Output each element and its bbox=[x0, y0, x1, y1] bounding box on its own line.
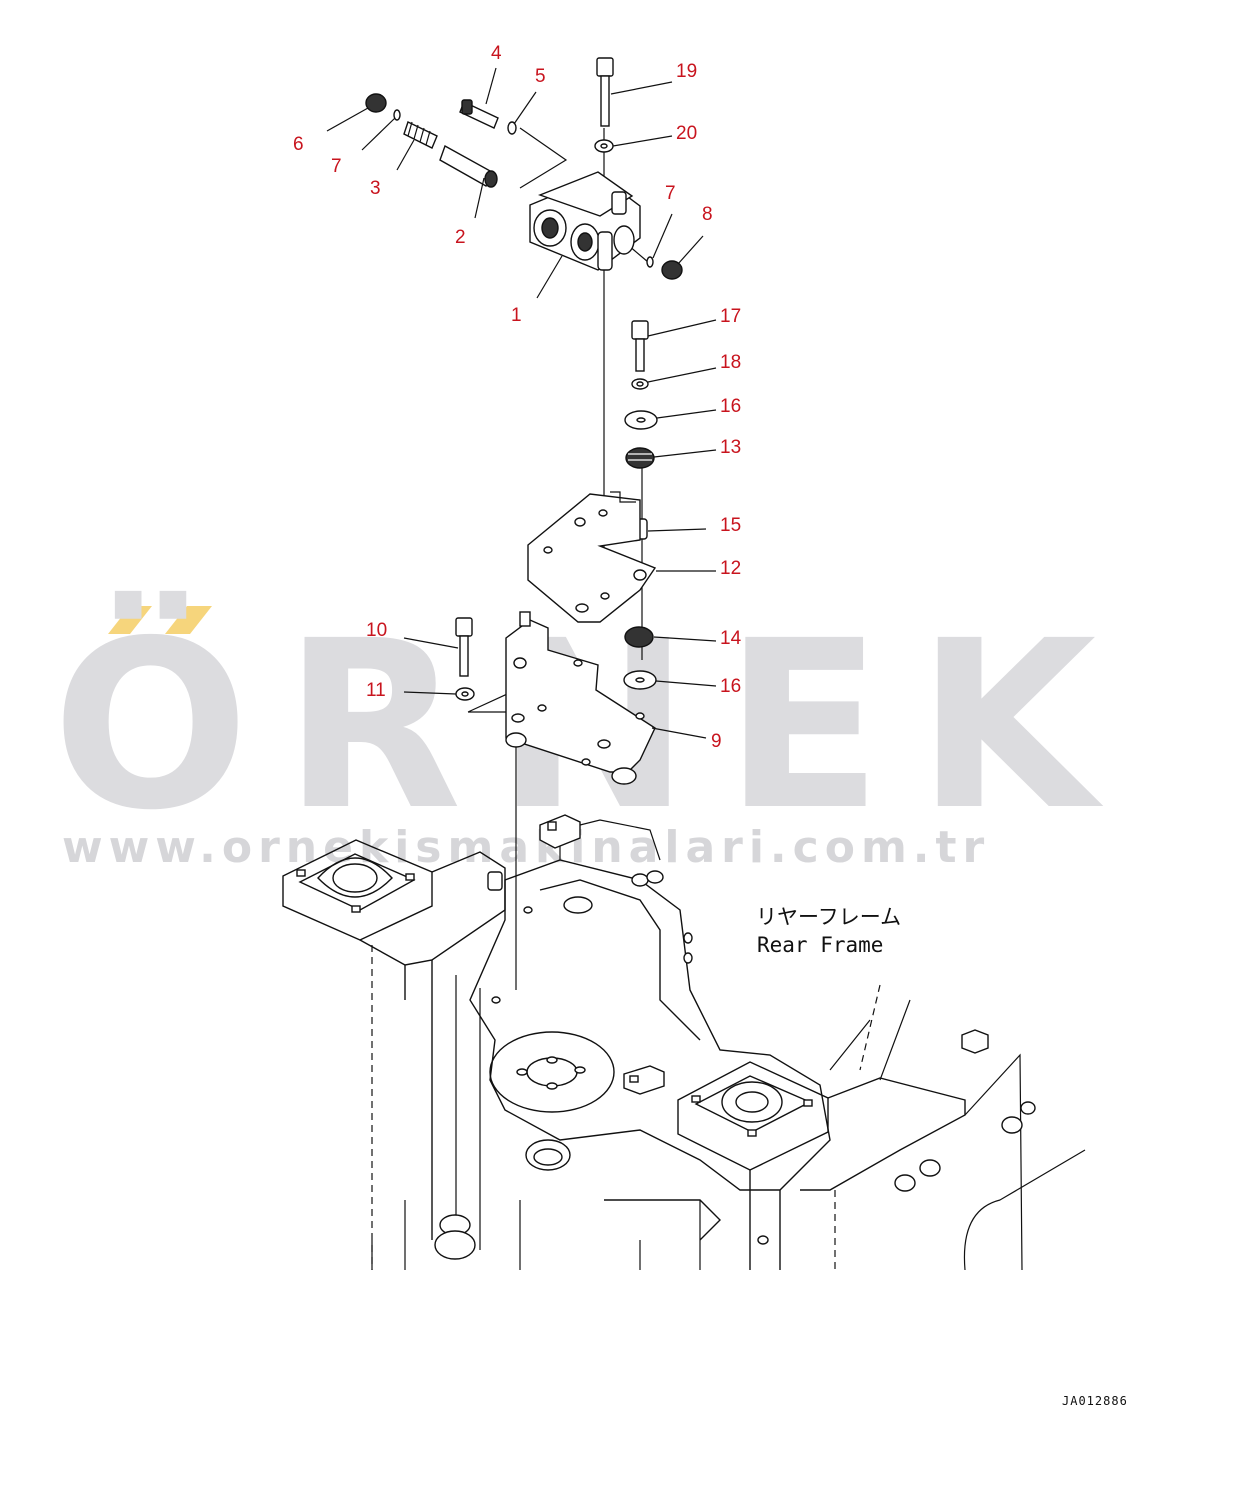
callout-5: 5 bbox=[535, 66, 546, 87]
washer-part-16a bbox=[624, 410, 658, 430]
callout-4: 4 bbox=[491, 43, 502, 64]
callout-2: 2 bbox=[455, 227, 466, 248]
bolt-part-17 bbox=[631, 320, 649, 372]
cushion-part-13 bbox=[625, 447, 655, 469]
callout-13: 13 bbox=[720, 437, 741, 458]
leader-lines bbox=[326, 67, 717, 739]
plug-part-6 bbox=[365, 93, 387, 113]
cushion-part-14 bbox=[624, 626, 654, 648]
callout-1: 1 bbox=[511, 305, 522, 326]
callout-6: 6 bbox=[293, 134, 304, 155]
callout-9: 9 bbox=[711, 731, 722, 752]
watermark-umlaut-right bbox=[165, 606, 212, 634]
callout-16-lower: 16 bbox=[720, 676, 741, 697]
callout-15: 15 bbox=[720, 515, 741, 536]
washer-part-11 bbox=[455, 687, 475, 701]
spring-part-3 bbox=[403, 121, 438, 149]
valve-body-part-1 bbox=[529, 171, 641, 271]
callout-20: 20 bbox=[676, 123, 697, 144]
callout-labels: 4 5 19 20 6 7 3 2 7 8 1 17 18 16 13 15 1… bbox=[293, 43, 742, 752]
callout-11: 11 bbox=[366, 680, 386, 701]
bracket-part-9 bbox=[505, 611, 656, 785]
callout-10: 10 bbox=[366, 620, 387, 641]
callout-18: 18 bbox=[720, 352, 741, 373]
callout-8: 8 bbox=[702, 204, 713, 225]
o-ring-part-7a bbox=[393, 109, 401, 121]
callout-14: 14 bbox=[720, 628, 742, 649]
callout-12: 12 bbox=[720, 558, 741, 579]
frame-label-japanese: リヤーフレーム bbox=[756, 905, 901, 929]
bolt-part-19 bbox=[596, 57, 614, 127]
callout-17: 17 bbox=[720, 306, 741, 327]
callout-19: 19 bbox=[676, 61, 697, 82]
callout-16: 16 bbox=[720, 396, 741, 417]
spool-part-2 bbox=[439, 144, 498, 188]
callout-3: 3 bbox=[370, 178, 381, 199]
bolt-part-10 bbox=[455, 617, 473, 677]
rear-frame-drawing bbox=[282, 814, 1086, 1271]
frame-label-english: Rear Frame bbox=[757, 933, 883, 957]
washer-part-16b bbox=[623, 670, 657, 690]
callout-7-right: 7 bbox=[665, 183, 676, 204]
callout-7: 7 bbox=[331, 156, 342, 177]
o-ring-part-7b bbox=[646, 256, 654, 268]
washer-part-20 bbox=[594, 139, 614, 153]
o-ring-part-5 bbox=[507, 121, 517, 135]
plug-part-8 bbox=[661, 260, 683, 280]
watermark-umlaut-left bbox=[108, 606, 152, 634]
watermark-url: www.ornekismakinalari.com.tr bbox=[62, 822, 990, 873]
drawing-code: JA012886 bbox=[1062, 1394, 1128, 1408]
plug-part-4 bbox=[459, 99, 499, 129]
bracket-part-12 bbox=[527, 491, 657, 623]
washer-part-18 bbox=[631, 378, 649, 390]
